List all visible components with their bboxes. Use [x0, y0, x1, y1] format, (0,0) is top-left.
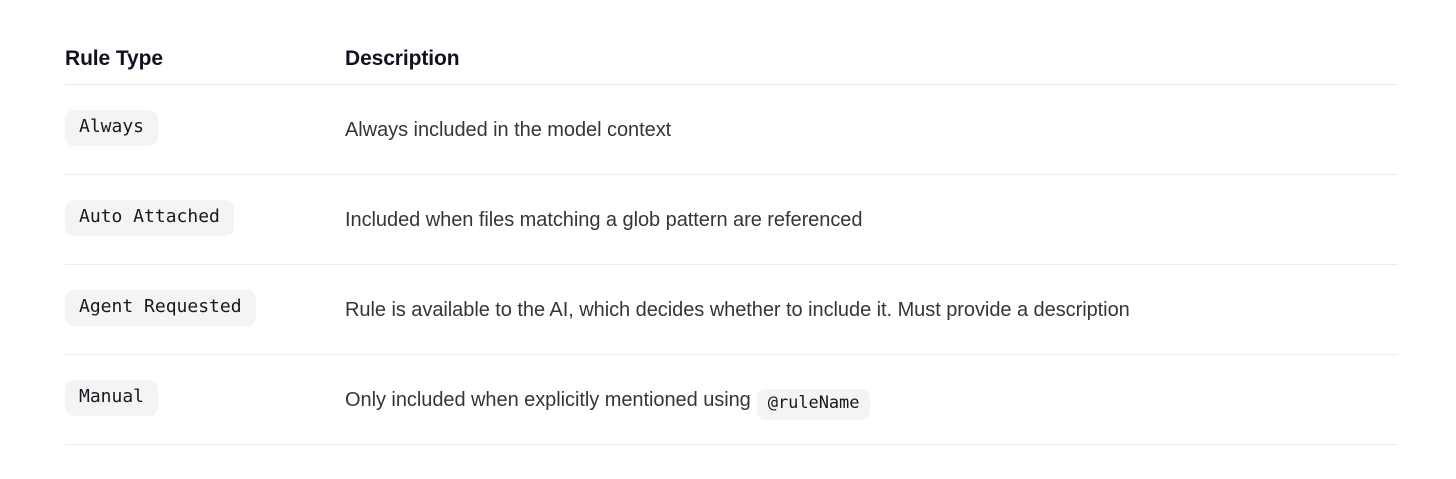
column-header-description: Description — [345, 0, 1398, 85]
description-text: Included when files matching a glob patt… — [345, 209, 863, 231]
cell-rule-type: Manual — [65, 354, 345, 445]
cell-description: Only included when explicitly mentioned … — [345, 354, 1398, 445]
table-body: Always Always included in the model cont… — [65, 84, 1398, 445]
description-text: Rule is available to the AI, which decid… — [345, 299, 1130, 321]
rules-table-container: Rule Type Description Always Always incl… — [65, 0, 1398, 445]
cell-description: Rule is available to the AI, which decid… — [345, 264, 1398, 355]
table-row: Auto Attached Included when files matchi… — [65, 174, 1398, 265]
table-header-row: Rule Type Description — [65, 0, 1398, 85]
table-header: Rule Type Description — [65, 0, 1398, 85]
description-text: Only included when explicitly mentioned … — [345, 389, 751, 411]
cell-rule-type: Auto Attached — [65, 174, 345, 265]
table-row: Manual Only included when explicitly men… — [65, 354, 1398, 445]
rule-type-badge: Always — [65, 110, 159, 146]
rule-type-badge: Manual — [65, 380, 159, 416]
table-row: Agent Requested Rule is available to the… — [65, 264, 1398, 355]
rule-type-reference-table: Rule Type Description Always Always incl… — [65, 0, 1398, 445]
column-header-rule-type: Rule Type — [65, 0, 345, 85]
cell-rule-type: Agent Requested — [65, 264, 345, 355]
rule-type-badge: Agent Requested — [65, 290, 256, 326]
cell-description: Always included in the model context — [345, 84, 1398, 175]
rule-type-badge: Auto Attached — [65, 200, 234, 236]
inline-code-rule-name: @ruleName — [756, 389, 871, 420]
table-row: Always Always included in the model cont… — [65, 84, 1398, 175]
cell-rule-type: Always — [65, 84, 345, 175]
description-text: Always included in the model context — [345, 119, 672, 141]
cell-description: Included when files matching a glob patt… — [345, 174, 1398, 265]
